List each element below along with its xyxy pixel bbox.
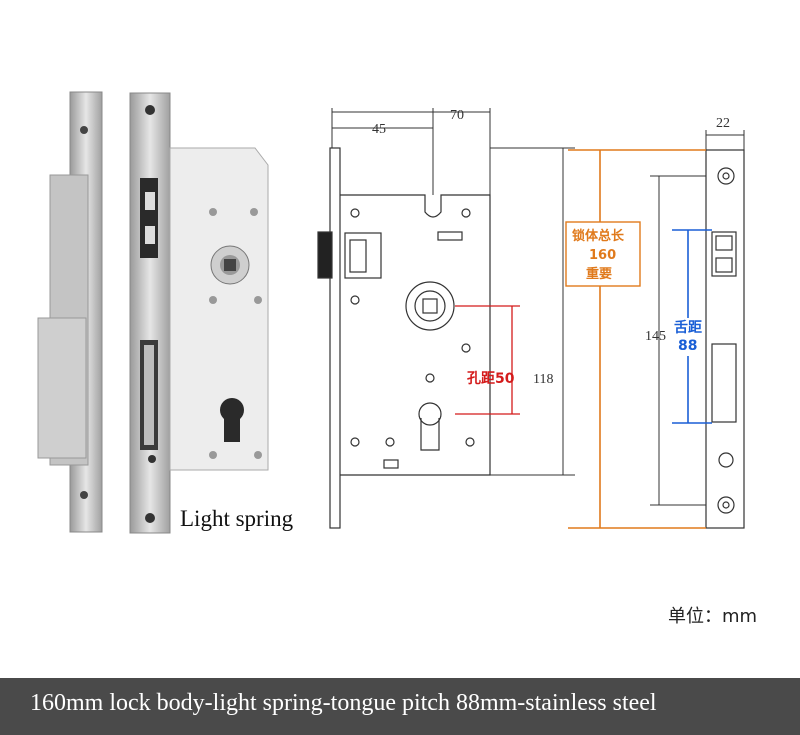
photo-caption: Light spring (180, 506, 294, 531)
total-length-line1: 锁体总长 (572, 228, 625, 244)
dim-22-line (705, 130, 745, 150)
caption-banner (0, 678, 800, 735)
total-length-line (568, 149, 706, 529)
hole-pitch-line (455, 305, 520, 415)
tongue-pitch-line (672, 229, 712, 424)
total-length-line2: 160 (589, 248, 616, 263)
dim-118-line (490, 147, 575, 476)
dim-45-label: 45 (372, 122, 386, 137)
dim-70-label: 70 (450, 108, 464, 123)
hole-pitch-label: 孔距50 (467, 371, 515, 387)
dim-145-label: 145 (645, 329, 666, 344)
lock-side-photo (37, 91, 103, 533)
tongue-pitch-line1: 舌距 (674, 319, 702, 336)
caption-banner-text: 160mm lock body-light spring-tongue pitc… (30, 690, 657, 716)
lock-front-photo (129, 92, 269, 534)
dim-118-label: 118 (533, 372, 553, 387)
unit-label: 单位：mm (668, 606, 758, 627)
dim-22-label: 22 (716, 116, 730, 131)
dimension-lines-top (331, 108, 491, 195)
faceplate-drawing (705, 149, 745, 529)
lock-body-drawing (317, 147, 491, 529)
total-length-box (565, 221, 641, 287)
total-length-line3: 重要 (586, 266, 612, 282)
tongue-pitch-line2: 88 (678, 338, 697, 354)
dim-145-line (650, 175, 706, 506)
